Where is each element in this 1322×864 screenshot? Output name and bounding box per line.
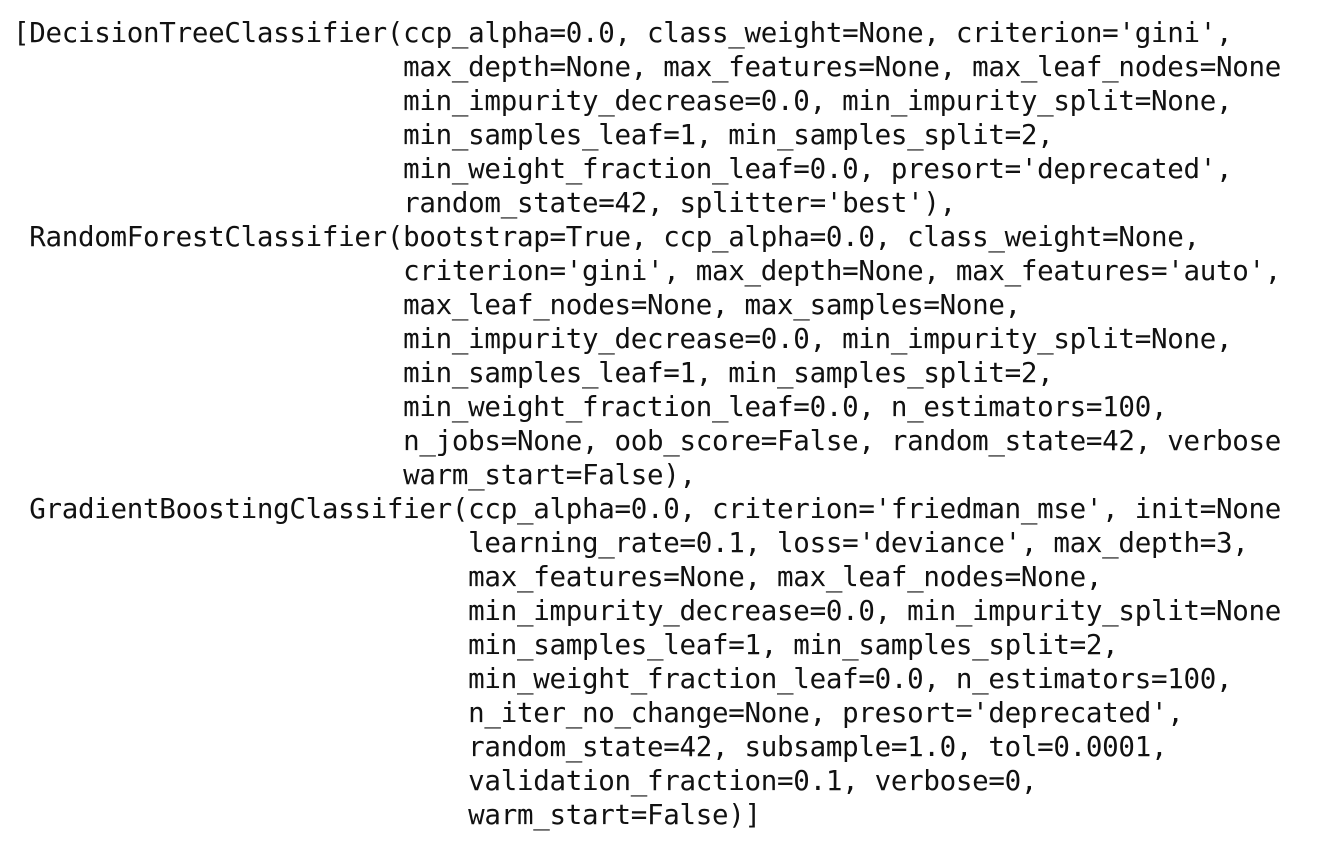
output-line: [DecisionTreeClassifier(ccp_alpha=0.0, c… (13, 17, 1233, 49)
output-line: min_weight_fraction_leaf=0.0, n_estimato… (13, 391, 1168, 423)
output-line: random_state=42, splitter='best'), (13, 187, 956, 219)
output-line: min_impurity_decrease=0.0, min_impurity_… (13, 595, 1281, 627)
output-line: n_iter_no_change=None, presort='deprecat… (13, 697, 1184, 729)
output-line: learning_rate=0.1, loss='deviance', max_… (13, 527, 1249, 559)
output-line: random_state=42, subsample=1.0, tol=0.00… (13, 731, 1168, 763)
output-line: min_impurity_decrease=0.0, min_impurity_… (13, 323, 1233, 355)
output-line: min_samples_leaf=1, min_samples_split=2, (13, 357, 1054, 389)
output-line: warm_start=False), (13, 459, 696, 491)
output-line: min_impurity_decrease=0.0, min_impurity_… (13, 85, 1233, 117)
output-line: GradientBoostingClassifier(ccp_alpha=0.0… (13, 493, 1281, 525)
output-text: [DecisionTreeClassifier(ccp_alpha=0.0, c… (13, 17, 1281, 831)
output-line: min_samples_leaf=1, min_samples_split=2, (13, 119, 1054, 151)
output-line: warm_start=False)] (13, 799, 761, 831)
output-line: max_leaf_nodes=None, max_samples=None, (13, 289, 1021, 321)
output-line: max_features=None, max_leaf_nodes=None, (13, 561, 1103, 593)
output-line: n_jobs=None, oob_score=False, random_sta… (13, 425, 1281, 457)
output-line: criterion='gini', max_depth=None, max_fe… (13, 255, 1281, 287)
output-line: min_weight_fraction_leaf=0.0, presort='d… (13, 153, 1233, 185)
output-line: RandomForestClassifier(bootstrap=True, c… (13, 221, 1200, 253)
output-line: validation_fraction=0.1, verbose=0, (13, 765, 1038, 797)
output-line: min_weight_fraction_leaf=0.0, n_estimato… (13, 663, 1233, 695)
output-line: max_depth=None, max_features=None, max_l… (13, 51, 1281, 83)
output-line: min_samples_leaf=1, min_samples_split=2, (13, 629, 1119, 661)
